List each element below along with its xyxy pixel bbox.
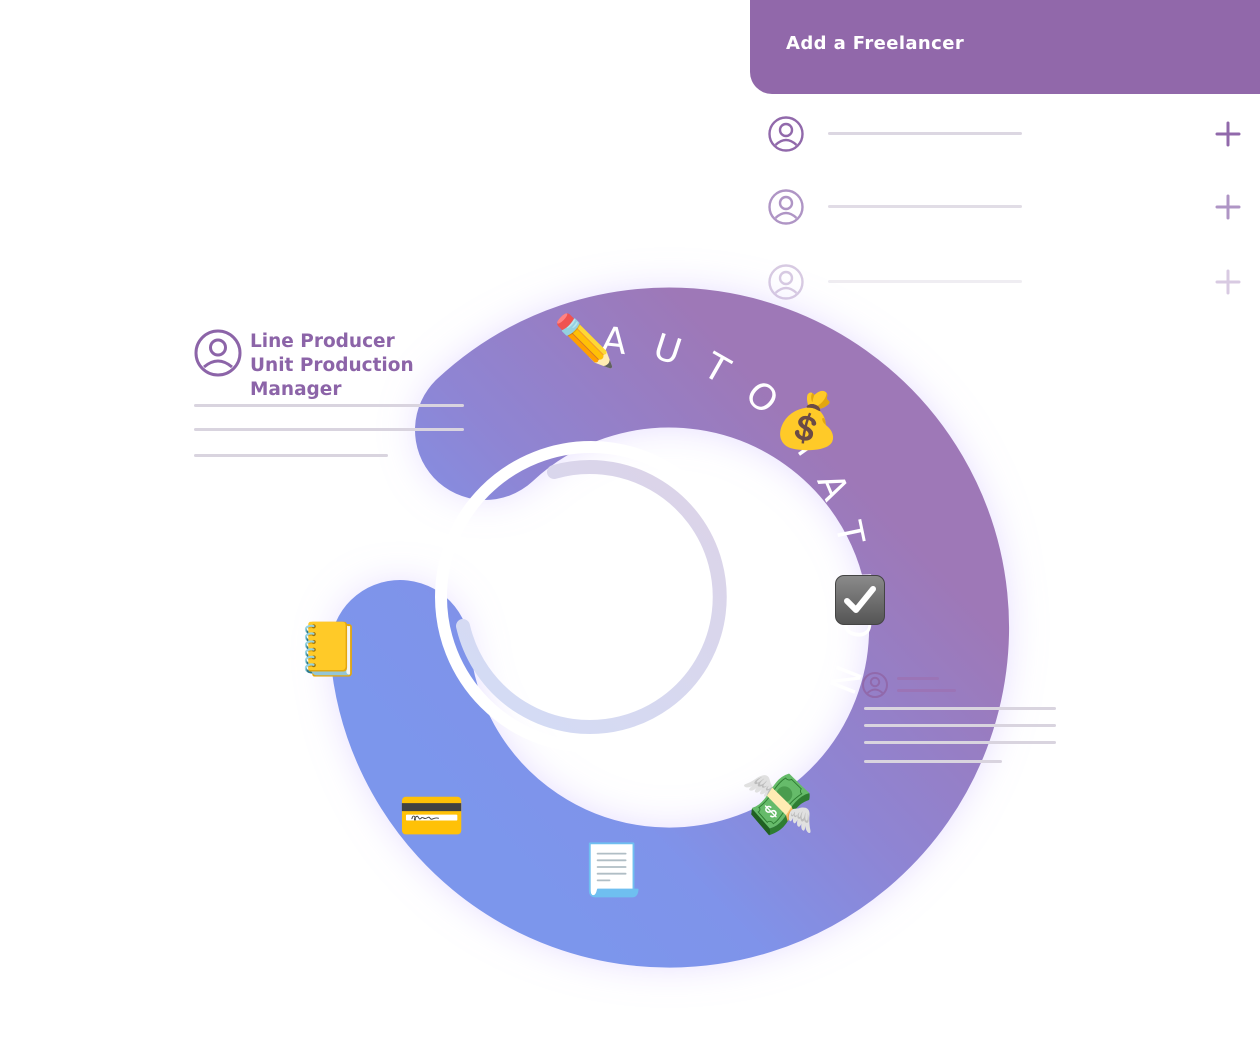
inner-progress-arc: [456, 460, 727, 734]
credit-card-icon: 💳: [398, 784, 466, 847]
freelancer-name-placeholder: [828, 280, 1022, 283]
page-icon: 📃: [580, 841, 644, 899]
text-placeholder-line: [864, 724, 1056, 727]
text-placeholder-line: [864, 760, 1002, 763]
user-icon: [768, 264, 804, 300]
role-line-3: Manager: [250, 379, 342, 400]
role-line-1: Line Producer: [250, 331, 395, 352]
user-icon: [768, 116, 804, 152]
add-freelancer-title: Add a Freelancer: [786, 33, 965, 54]
text-placeholder-line: [194, 428, 464, 431]
accent-line: [897, 689, 956, 692]
freelancer-row[interactable]: [766, 187, 1246, 227]
checkmark-icon: [844, 586, 876, 613]
add-freelancer-header[interactable]: Add a Freelancer: [750, 0, 1260, 94]
flying-money-icon: 💸: [740, 770, 816, 840]
user-icon: [768, 189, 804, 225]
add-icon[interactable]: [1210, 116, 1246, 152]
text-placeholder-line: [864, 741, 1056, 744]
freelancer-row[interactable]: [766, 262, 1246, 302]
role-title: Line Producer Unit Production Manager: [250, 330, 470, 402]
accent-line: [897, 677, 939, 680]
user-icon: [194, 329, 242, 377]
money-bag-icon: 💰: [773, 389, 841, 452]
freelancer-row[interactable]: [766, 114, 1246, 154]
text-placeholder-line: [194, 454, 388, 457]
checkbox-icon: [835, 575, 885, 625]
freelancer-name-placeholder: [828, 205, 1022, 208]
text-placeholder-line: [194, 404, 464, 407]
add-icon[interactable]: [1210, 264, 1246, 300]
add-icon[interactable]: [1210, 189, 1246, 225]
notebook-icon: 📒: [296, 620, 362, 680]
text-placeholder-line: [864, 707, 1056, 710]
freelancer-name-placeholder: [828, 132, 1022, 135]
user-icon: [862, 672, 888, 698]
role-line-2: Unit Production: [250, 355, 414, 376]
pencil-icon: ✏️: [553, 312, 617, 370]
